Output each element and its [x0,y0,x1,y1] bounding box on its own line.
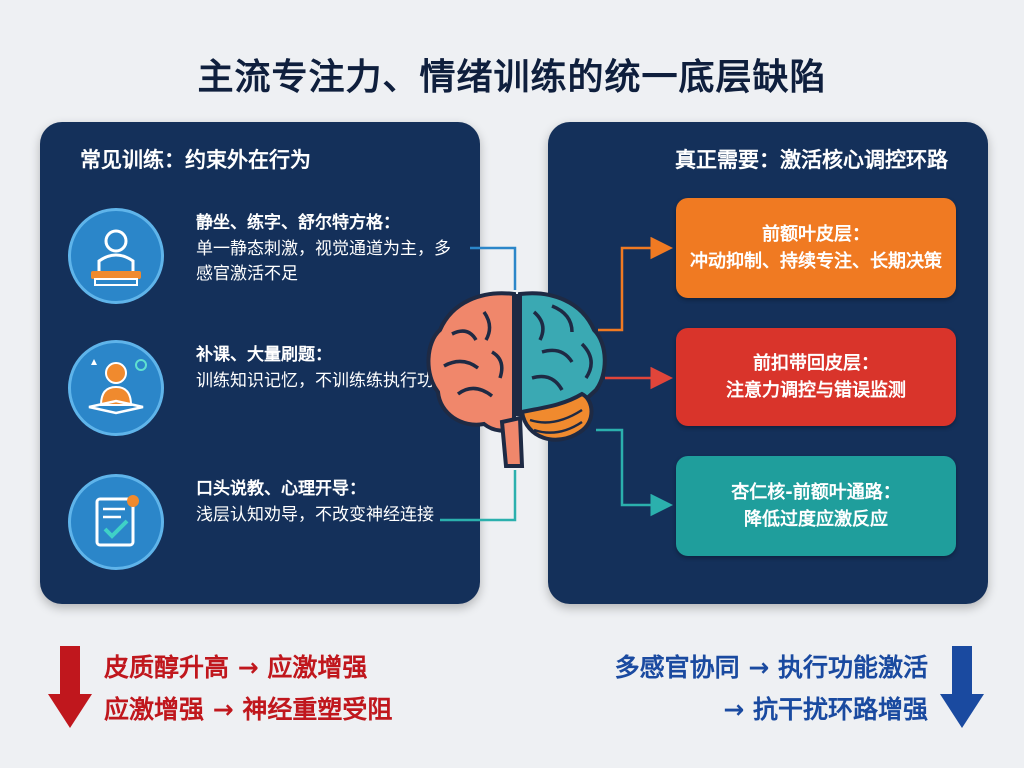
connector-line [440,470,517,522]
right-panel: 真正需要：激活核心调控环路 前额叶皮层： 冲动抑制、持续专注、长期决策 前扣带回… [548,122,988,604]
bottom-left-summary: 皮质醇升高 → 应激增强 应激增强 → 神经重塑受阻 [42,644,502,734]
box-title: 杏仁核-前额叶通路： [731,482,901,503]
down-arrow-blue-icon [940,646,984,728]
connector-arrow [596,428,673,517]
box-desc: 冲动抑制、持续专注、长期决策 [690,251,942,272]
item-heading: 静坐、练字、舒尔特方格： [196,213,400,233]
item-heading: 补课、大量刷题： [196,345,332,365]
left-panel: 常见训练：约束外在行为 静坐、练字、舒尔特方格： 单一静态刺激，视觉通道为主，多… [40,122,480,604]
amygdala-pathway-box: 杏仁核-前额叶通路： 降低过度应激反应 [676,456,956,556]
connector-line [470,246,517,290]
box-title: 前额叶皮层： [762,224,870,245]
item-heading: 口头说教、心理开导： [196,479,366,499]
page-title: 主流专注力、情绪训练的统一底层缺陷 [197,57,827,98]
box-desc: 注意力调控与错误监测 [726,380,906,401]
anterior-cingulate-box: 前扣带回皮层： 注意力调控与错误监测 [676,328,956,426]
list-item: 静坐、练字、舒尔特方格： 单一静态刺激，视觉通道为主，多感官激活不足 [68,202,478,312]
box-title: 前扣带回皮层： [753,353,879,374]
bottom-right-summary: 多感官协同 → 执行功能激活 → 抗干扰环路增强 [540,644,988,734]
summary-line: 皮质醇升高 → 应激增强 [104,653,368,682]
list-item: 口头说教、心理开导： 浅层认知劝导，不改变神经连接 [68,468,478,578]
box-desc: 降低过度应激反应 [744,509,888,530]
checklist-icon [68,474,164,570]
brain-icon [426,291,607,468]
item-desc: 训练知识记忆，不训练练执行功能 [196,371,451,391]
prefrontal-cortex-box: 前额叶皮层： 冲动抑制、持续专注、长期决策 [676,198,956,298]
down-arrow-red-icon [48,646,92,728]
left-panel-heading: 常见训练：约束外在行为 [80,148,311,172]
item-desc: 浅层认知劝导，不改变神经连接 [196,505,434,525]
summary-line: 应激增强 → 神经重塑受阻 [104,695,393,724]
summary-line: 多感官协同 → 执行功能激活 [614,653,928,682]
item-desc: 单一静态刺激，视觉通道为主，多感官激活不足 [196,239,451,284]
right-panel-heading: 真正需要：激活核心调控环路 [675,148,948,172]
person-at-desk-icon [68,208,164,304]
summary-line: → 抗干扰环路增强 [723,695,928,724]
connector-arrow [598,236,673,332]
list-item: 补课、大量刷题： 训练知识记忆，不训练练执行功能 [68,334,478,444]
studying-person-icon [68,340,164,436]
